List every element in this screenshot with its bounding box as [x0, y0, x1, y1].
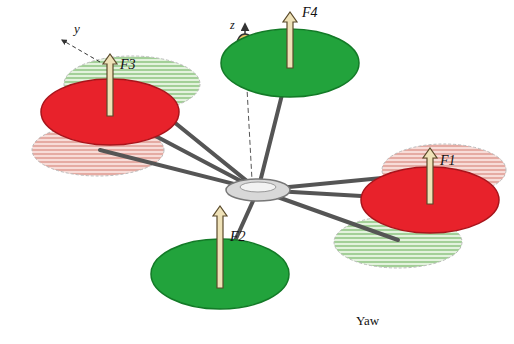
rotor-disc: F3 [40, 78, 180, 146]
axis-label: y [74, 22, 80, 35]
rotor-disc: F1 [360, 166, 500, 234]
thrust-arrow [213, 206, 227, 288]
rotor-shape [360, 166, 500, 234]
force-label: F3 [120, 58, 136, 72]
thrust-arrow [423, 148, 437, 204]
hub-top [240, 182, 276, 192]
rotor-disc: F2 [150, 238, 290, 310]
force-label: F1 [440, 154, 456, 168]
thrust-arrow [283, 12, 297, 68]
rotor-disc: F4 [220, 28, 360, 98]
rotor-shape [220, 28, 360, 98]
y-axis [62, 40, 100, 62]
axis-label: z [230, 19, 235, 31]
hub [226, 179, 290, 201]
rotor-shape [40, 78, 180, 146]
axis-label: Yaw [356, 314, 379, 327]
force-label: F2 [230, 230, 246, 244]
rotor-shape [150, 238, 290, 310]
force-label: F4 [302, 6, 318, 20]
thrust-arrow [103, 54, 117, 116]
